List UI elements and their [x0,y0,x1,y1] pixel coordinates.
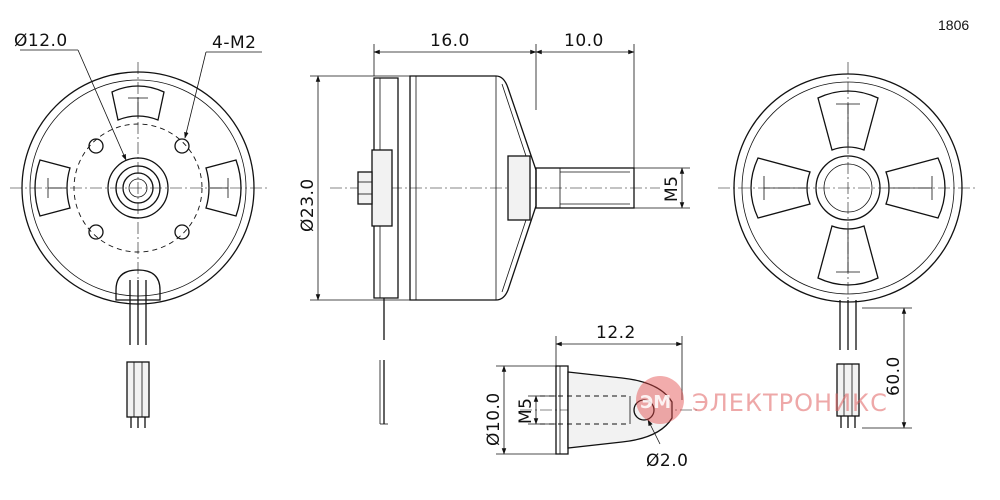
rear-view: 60.0 [718,62,978,429]
rear-arm-top [817,90,879,151]
adapter-hole-label: Ø2.0 [646,451,688,471]
bearing-outer [107,157,169,219]
mount-hole-4 [174,224,190,240]
rear-wires [836,300,860,428]
front-wires [126,280,150,428]
adapter-cone [567,371,673,449]
body-diameter-label: Ø23.0 [298,178,318,232]
watermark: ЭМ ЭЛЕКТРОНИКС [636,376,888,424]
prop-adapter-view: 12.2 Ø10.0 M5 Ø2.0 [484,323,700,471]
adapter-thread-label: M5 [516,398,536,424]
front-screws-label: 4-M2 [212,33,256,53]
mount-hole-2 [174,138,190,154]
watermark-logo-icon [636,376,684,424]
shaft-length-label: 10.0 [564,31,604,51]
adapter-length-label: 12.2 [596,323,636,343]
watermark-text: ЭЛЕКТРОНИКС [692,389,888,417]
model-label: 1806 [938,17,969,33]
rear-arm-bottom [817,225,879,286]
wire-exit-cutout [115,269,161,301]
watermark-logo: ЭМ [640,392,671,413]
front-view: Ø12.0 4-M2 [10,31,268,428]
side-shaft [535,167,635,209]
rear-arm-right [885,157,946,219]
bolt-circle [73,123,203,253]
shaft-thread-label: M5 [662,176,682,202]
mount-hole-1 [88,138,104,154]
adapter-hole [633,399,655,421]
body-length-label: 16.0 [430,31,470,51]
adapter-flange [555,365,569,455]
rear-hub [815,155,881,221]
adapter-diameter-label: Ø10.0 [484,392,504,446]
side-view: 16.0 10.0 Ø23.0 M5 [298,31,690,425]
rear-arm-left [750,157,811,219]
mount-hole-3 [88,224,104,240]
front-diameter-label: Ø12.0 [14,31,68,51]
wire-length-label: 60.0 [884,356,904,396]
